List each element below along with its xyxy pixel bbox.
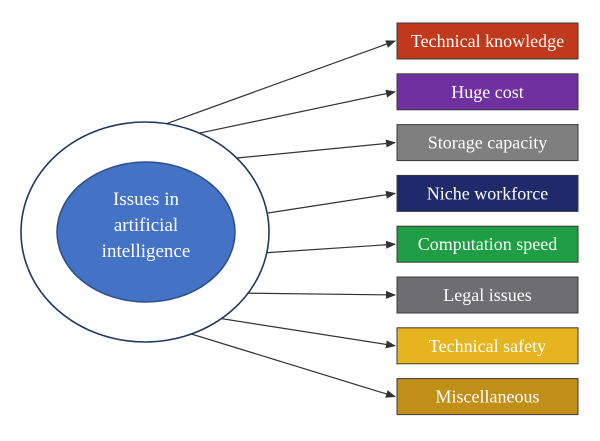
connector-arrow <box>236 139 396 159</box>
issue-box-label: Technical knowledge <box>411 31 564 51</box>
issue-box: Miscellaneous <box>396 378 579 416</box>
issue-box-rect <box>396 276 579 314</box>
connector-arrow <box>261 240 396 254</box>
issue-box: Technical safety <box>396 327 579 365</box>
center-label-line-1: Issues in <box>113 189 179 210</box>
issue-box: Technical knowledge <box>396 22 579 60</box>
issue-box-label: Legal issues <box>443 285 531 305</box>
center-circle <box>56 161 236 303</box>
issue-box: Huge cost <box>396 73 579 111</box>
issue-box-label: Miscellaneous <box>436 387 540 407</box>
issue-box-label: Technical safety <box>429 336 546 356</box>
issue-box-label: Computation speed <box>418 234 557 254</box>
issue-box-rect <box>396 124 579 162</box>
connector-arrow <box>236 290 396 299</box>
issue-box: Computation speed <box>396 225 579 263</box>
center-label-line-2: artificial <box>114 215 178 236</box>
issue-box-rect <box>396 73 579 111</box>
issue-box-label: Niche workforce <box>427 183 548 203</box>
issue-box-rect <box>396 327 579 365</box>
issue-box: Legal issues <box>396 276 579 314</box>
issue-box: Niche workforce <box>396 174 579 212</box>
issue-box-label: Huge cost <box>451 82 523 102</box>
issue-box-rect <box>396 378 579 416</box>
issue-box-rect <box>396 22 579 60</box>
issue-box-rect <box>396 225 579 263</box>
center-label-line-3: intelligence <box>102 241 191 262</box>
issue-box-label: Storage capacity <box>428 133 547 153</box>
issue-box-rect <box>396 174 579 212</box>
connector-arrow <box>267 190 396 214</box>
issue-box: Storage capacity <box>396 124 579 162</box>
